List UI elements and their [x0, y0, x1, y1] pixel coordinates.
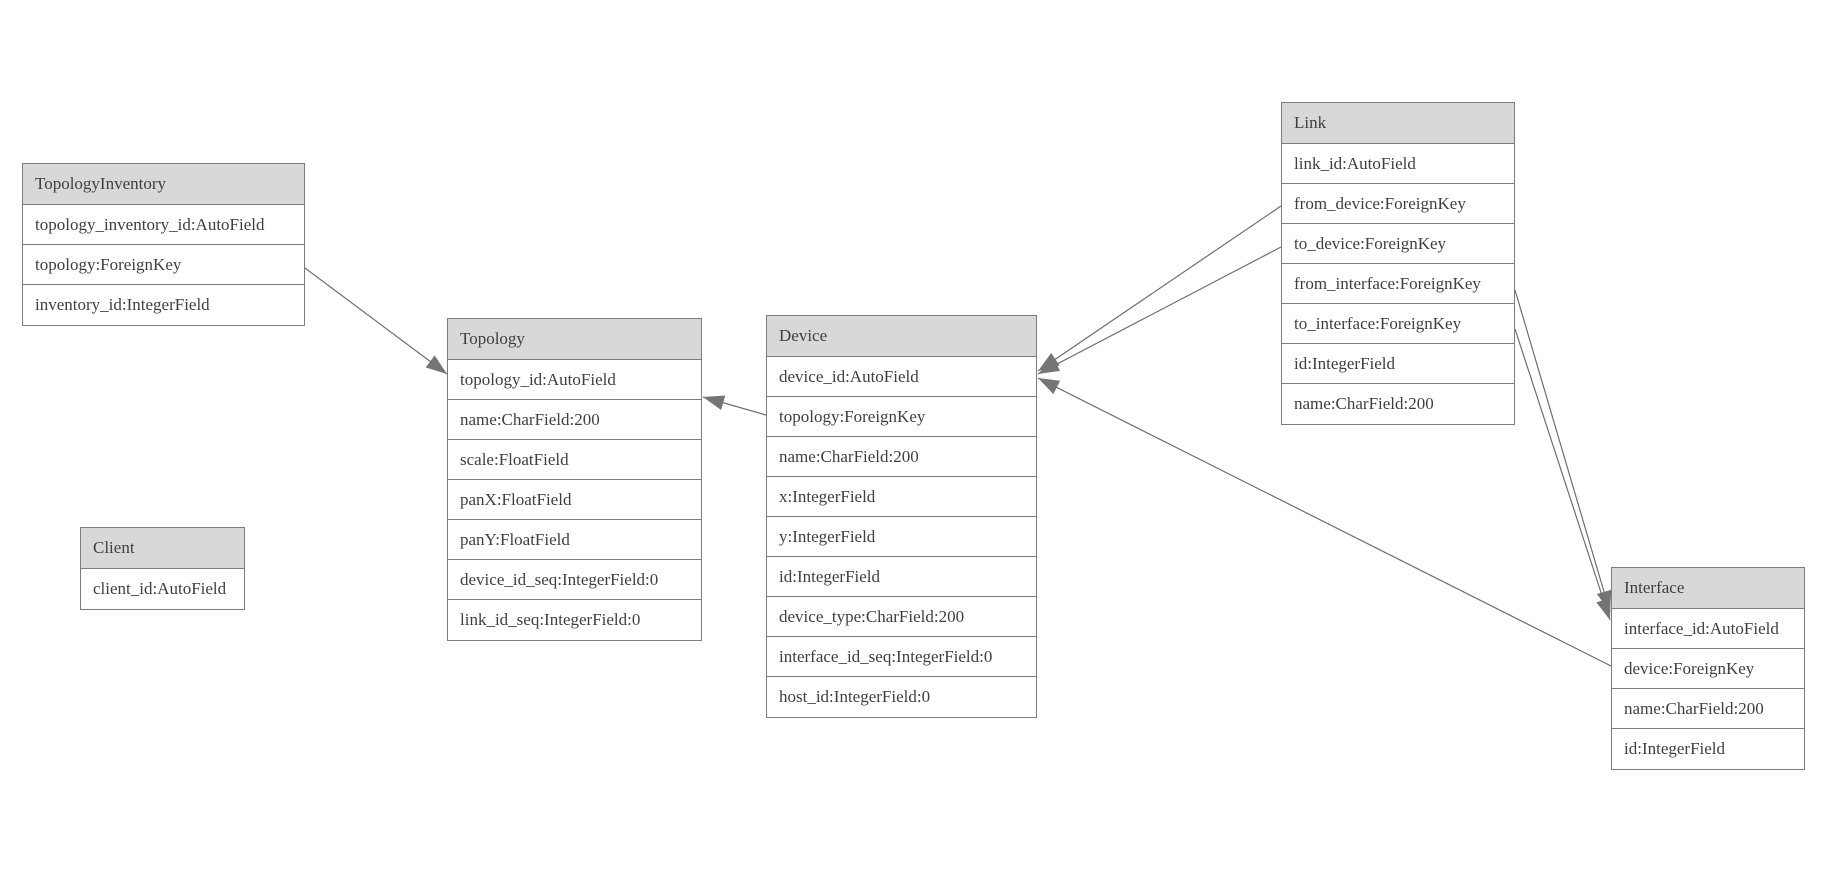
entity-device-field-host_id: host_id:IntegerField:0: [767, 677, 1036, 717]
entity-device-title: Device: [767, 316, 1036, 357]
entity-link-field-to_interface: to_interface:ForeignKey: [1282, 304, 1514, 344]
entity-client-title: Client: [81, 528, 244, 569]
entity-topology-inventory-field-inventory_id: inventory_id:IntegerField: [23, 285, 304, 325]
entity-topology-field-device_id_seq: device_id_seq:IntegerField:0: [448, 560, 701, 600]
entity-device-field-device_id: device_id:AutoField: [767, 357, 1036, 397]
edge-topologyinventory-topology-to-topology: [304, 267, 448, 375]
entity-topology-field-panY: panY:FloatField: [448, 520, 701, 560]
entity-link-field-to_device: to_device:ForeignKey: [1282, 224, 1514, 264]
edge-link-from_device-to-device: [1037, 205, 1282, 372]
entity-link-field-link_id: link_id:AutoField: [1282, 144, 1514, 184]
entity-device-field-y: y:IntegerField: [767, 517, 1036, 557]
entity-topology-title: Topology: [448, 319, 701, 360]
edge-device-topology-to-topology: [702, 395, 767, 416]
entity-interface-field-id: id:IntegerField: [1612, 729, 1804, 769]
relationship-edges: [304, 205, 1612, 667]
entity-device-field-name: name:CharField:200: [767, 437, 1036, 477]
entity-topology-inventory-title: TopologyInventory: [23, 164, 304, 205]
edge-link-from_interface-to-interface: [1514, 289, 1612, 613]
entity-topology-field-topology_id: topology_id:AutoField: [448, 360, 701, 400]
entity-device-field-topology: topology:ForeignKey: [767, 397, 1036, 437]
entity-interface-field-interface_id: interface_id:AutoField: [1612, 609, 1804, 649]
entity-device-field-interface_id_seq: interface_id_seq:IntegerField:0: [767, 637, 1036, 677]
entity-link-field-from_interface: from_interface:ForeignKey: [1282, 264, 1514, 304]
entity-device-field-id: id:IntegerField: [767, 557, 1036, 597]
entity-link-field-name: name:CharField:200: [1282, 384, 1514, 424]
entity-client-field-client_id: client_id:AutoField: [81, 569, 244, 609]
entity-device-field-x: x:IntegerField: [767, 477, 1036, 517]
entity-device-field-device_type: device_type:CharField:200: [767, 597, 1036, 637]
entity-topology-field-panX: panX:FloatField: [448, 480, 701, 520]
entity-interface-field-device: device:ForeignKey: [1612, 649, 1804, 689]
edge-link-to_device-to-device: [1037, 246, 1282, 375]
entity-link-field-from_device: from_device:ForeignKey: [1282, 184, 1514, 224]
entity-topology-field-name: name:CharField:200: [448, 400, 701, 440]
entity-link-field-id: id:IntegerField: [1282, 344, 1514, 384]
entity-topology-inventory-field-topology: topology:ForeignKey: [23, 245, 304, 285]
entity-topology-field-scale: scale:FloatField: [448, 440, 701, 480]
entity-topology-field-link_id_seq: link_id_seq:IntegerField:0: [448, 600, 701, 640]
entity-link-title: Link: [1282, 103, 1514, 144]
edge-interface-device-to-device: [1037, 377, 1612, 667]
edge-link-to_interface-to-interface: [1514, 328, 1611, 621]
entity-interface-title: Interface: [1612, 568, 1804, 609]
entity-interface-field-name: name:CharField:200: [1612, 689, 1804, 729]
entity-topology-inventory-field-topology_inventory_id: topology_inventory_id:AutoField: [23, 205, 304, 245]
